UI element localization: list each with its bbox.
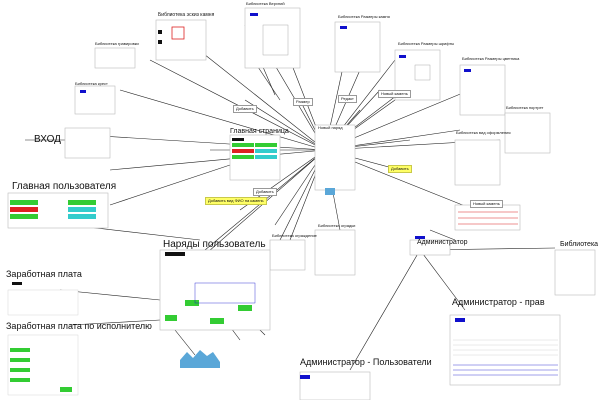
- heading-main-page: Главная страница: [230, 128, 289, 135]
- label-lib-font-size: Библиотека Размеры шрифты: [398, 41, 455, 46]
- tag-add-fio[interactable]: Добавить вид ФИО на камень: [205, 197, 267, 205]
- label-lib-portrait: Библиотека портрет: [506, 105, 544, 110]
- heading-main-user: Главная пользователя: [12, 181, 117, 192]
- label-lib-fence2: Библиотека ограждение: [272, 233, 317, 238]
- heading-admin-users: Администратор - Пользователи: [300, 357, 432, 367]
- tag-edit[interactable]: Редакт: [338, 95, 357, 103]
- tag-size[interactable]: Размер: [293, 98, 313, 106]
- heading-salary-by-exec: Заработная плата по исполнителю: [6, 321, 152, 331]
- heading-library: Библиотека: [560, 241, 599, 248]
- label-lib-engraving: Библиотека гравировки: [95, 41, 139, 46]
- heading-salary: Заработная плата: [6, 269, 82, 279]
- label-lib-top: Библиотека Верхний: [246, 1, 285, 6]
- label-lib-cross: Библиотека крест: [75, 81, 108, 86]
- label-new-order: Новый наряд: [318, 125, 343, 130]
- tag-new-stone[interactable]: Новый камень: [378, 90, 411, 98]
- label-lib-flower-size: Библиотека Размеры цветника: [462, 56, 520, 61]
- label-lib-stone-size: Библиотека Размеры камня: [338, 14, 390, 19]
- tag-add[interactable]: Добавить: [233, 105, 257, 113]
- tag-add-2[interactable]: Добавить: [253, 188, 277, 196]
- heading-admin: Администратор: [417, 239, 468, 246]
- tag-add-yellow[interactable]: Добавить: [388, 165, 412, 173]
- label-lib-sketch: Библиотека эскиз камня: [158, 12, 215, 18]
- tag-new-stone-2[interactable]: Новый камень: [470, 200, 503, 208]
- label-lib-fence: Библиотека оградки: [318, 223, 356, 228]
- label-lib-frame-type: Библиотека вид оформления: [456, 130, 511, 135]
- heading-orders-user: Наряды пользователь: [163, 239, 266, 250]
- heading-vhod: ВХОД: [34, 134, 61, 145]
- heading-admin-rights: Администратор - прав: [452, 297, 545, 307]
